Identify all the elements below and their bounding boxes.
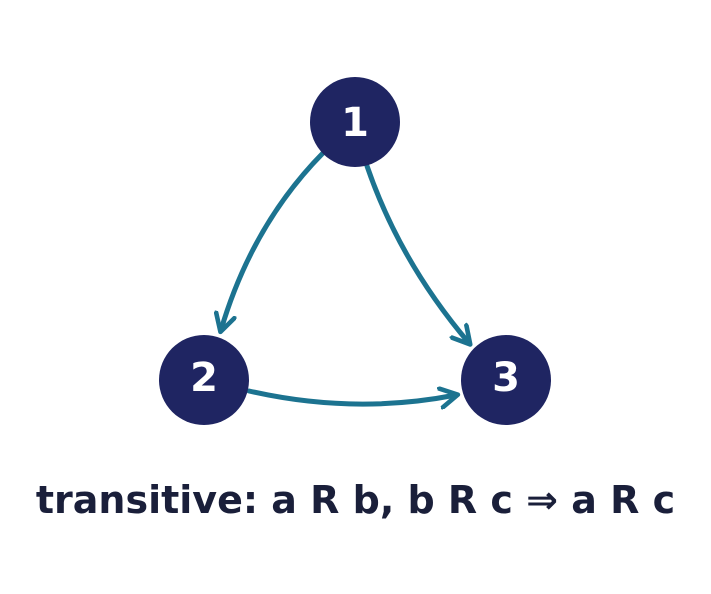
- node-3: 3: [461, 335, 551, 425]
- node-2-label: 2: [190, 355, 218, 401]
- edge-1-to-2: [221, 150, 326, 330]
- node-1: 1: [310, 77, 400, 167]
- caption: transitive: a R b, b R c ⇒ a R c: [35, 478, 676, 522]
- node-1-label: 1: [341, 100, 369, 146]
- node-3-label: 3: [492, 355, 520, 401]
- edge-2-to-3: [246, 391, 456, 404]
- node-2: 2: [159, 335, 249, 425]
- edge-1-to-3: [364, 163, 469, 343]
